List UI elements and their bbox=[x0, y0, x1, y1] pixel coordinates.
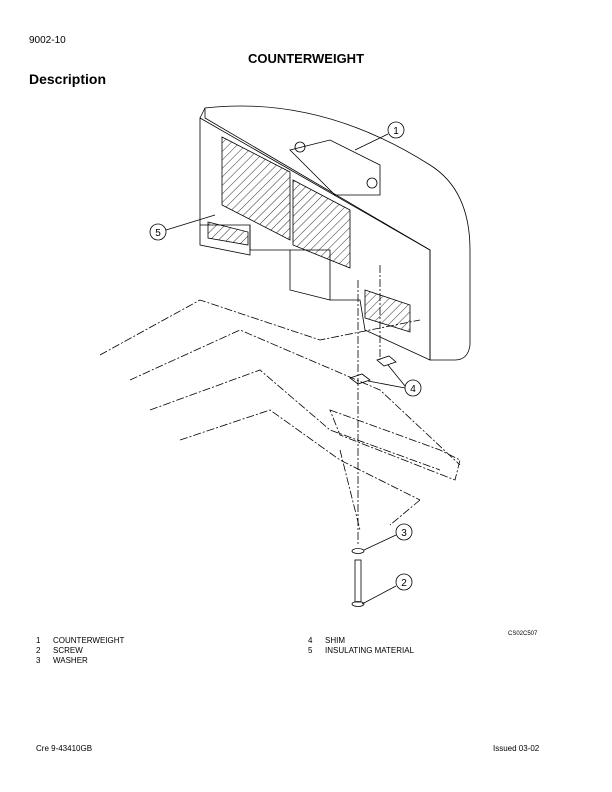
callout-1 bbox=[354, 121, 405, 151]
counterweight-exploded-diagram: 1 2 3 4 5 bbox=[99, 105, 471, 607]
legend-num: 2 bbox=[36, 646, 41, 655]
counterweight-part bbox=[199, 105, 471, 361]
callout-1-label: 1 bbox=[393, 126, 399, 137]
legend-num: 1 bbox=[36, 636, 41, 645]
legend-label: INSULATING MATERIAL bbox=[325, 646, 415, 655]
legend-label: SHIM bbox=[325, 636, 345, 645]
legend-label: COUNTERWEIGHT bbox=[53, 636, 125, 645]
callout-2 bbox=[361, 573, 413, 605]
insulating-material-part bbox=[207, 136, 411, 333]
legend-item: 2 SCREW bbox=[36, 646, 83, 655]
callout-5 bbox=[149, 214, 216, 241]
legend-item: 5 INSULATING MATERIAL bbox=[308, 646, 414, 655]
callout-5-label: 5 bbox=[155, 228, 161, 239]
legend-label: WASHER bbox=[53, 656, 88, 665]
callout-4 bbox=[367, 364, 422, 397]
shim-part bbox=[349, 355, 397, 385]
legend-item: 1 COUNTERWEIGHT bbox=[36, 636, 124, 645]
page-title: COUNTERWEIGHT bbox=[247, 51, 365, 66]
footer-issued: Issued 03-02 bbox=[493, 744, 540, 753]
frame-part bbox=[99, 265, 461, 545]
callout-4-label: 4 bbox=[410, 384, 416, 395]
legend-item: 4 SHIM bbox=[308, 636, 345, 645]
callout-2-label: 2 bbox=[401, 578, 407, 589]
legend-num: 3 bbox=[36, 656, 41, 665]
legend-label: SCREW bbox=[53, 646, 83, 655]
figure-code: CS02C507 bbox=[508, 631, 538, 637]
page-number: 9002-10 bbox=[29, 35, 66, 46]
section-heading: Description bbox=[29, 71, 107, 87]
legend-item: 3 WASHER bbox=[36, 656, 88, 665]
legend-num: 5 bbox=[308, 646, 313, 655]
callout-3-label: 3 bbox=[401, 528, 407, 539]
washer-part bbox=[351, 548, 365, 554]
screw-part bbox=[351, 559, 365, 607]
footer-doc-number: Cre 9-43410GB bbox=[36, 744, 93, 753]
legend-num: 4 bbox=[308, 636, 313, 645]
callout-3 bbox=[363, 523, 413, 551]
